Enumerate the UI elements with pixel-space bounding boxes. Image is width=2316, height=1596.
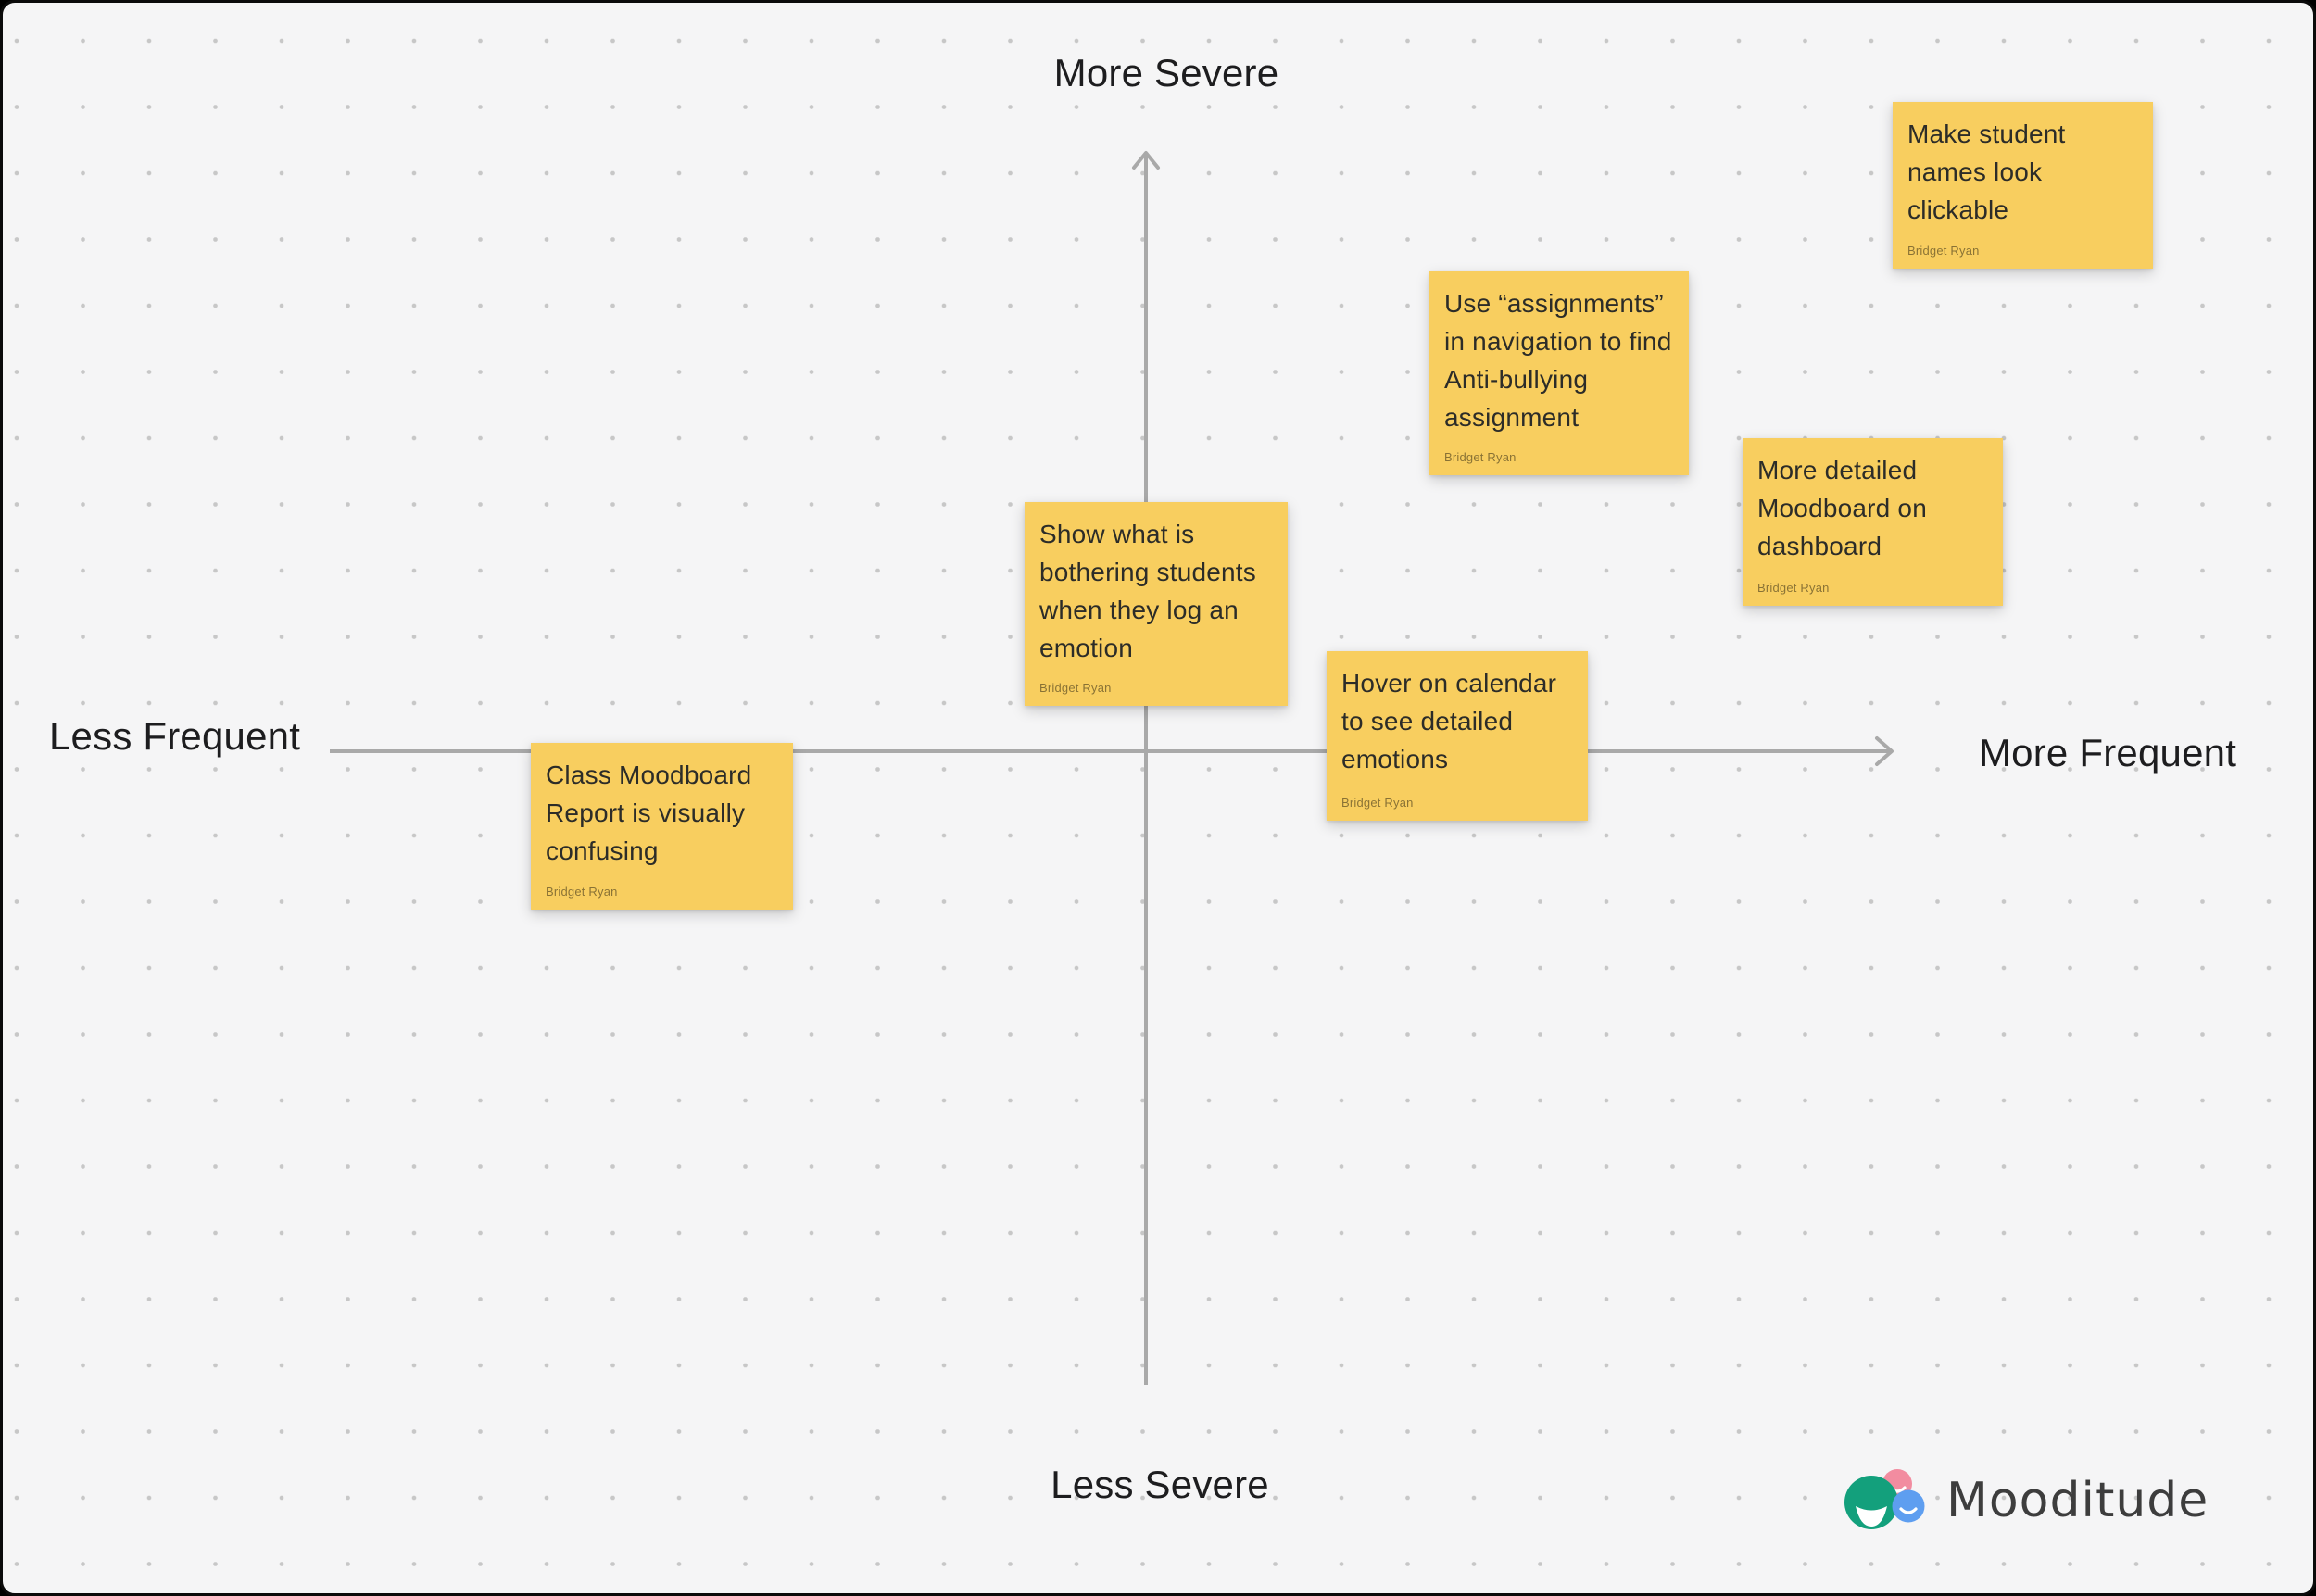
sticky-note[interactable]: Class Moodboard Report is visually confu… xyxy=(531,743,793,910)
sticky-note-text: Use “assignments” in navigation to find … xyxy=(1444,289,1672,432)
sticky-note-author: Bridget Ryan xyxy=(1039,681,1112,695)
sticky-note-author: Bridget Ryan xyxy=(546,885,618,899)
sticky-note-text: Class Moodboard Report is visually confu… xyxy=(546,760,752,865)
sticky-note-author: Bridget Ryan xyxy=(1444,450,1517,464)
mooditude-wordmark: Mooditude xyxy=(1946,1473,2209,1528)
axis-label-more-frequent: More Frequent xyxy=(1979,731,2237,774)
sticky-note[interactable]: Show what is bothering students when the… xyxy=(1025,502,1288,706)
axis-label-more-severe: More Severe xyxy=(1053,51,1279,94)
sticky-note[interactable]: More detailed Moodboard on dashboard Bri… xyxy=(1743,438,2003,606)
mooditude-logo: Mooditude xyxy=(1844,1468,2209,1533)
sticky-note-text: Show what is bothering students when the… xyxy=(1039,520,1256,662)
sticky-note-author: Bridget Ryan xyxy=(1907,244,1980,258)
arrow-right-icon xyxy=(1875,736,1894,766)
sticky-note[interactable]: Hover on calendar to see detailed emotio… xyxy=(1327,651,1588,821)
axis-label-less-severe: Less Severe xyxy=(1051,1463,1269,1506)
sticky-note-text: More detailed Moodboard on dashboard xyxy=(1757,456,1927,560)
sticky-note[interactable]: Use “assignments” in navigation to find … xyxy=(1429,271,1689,475)
sticky-note-text: Hover on calendar to see detailed emotio… xyxy=(1341,669,1557,773)
sticky-note-author: Bridget Ryan xyxy=(1341,796,1414,810)
arrow-up-icon xyxy=(1132,151,1160,170)
mooditude-smiley-icon xyxy=(1844,1469,1925,1529)
sticky-note-text: Make student names look clickable xyxy=(1907,119,2066,224)
axis-label-less-frequent: Less Frequent xyxy=(49,714,301,758)
sticky-note-author: Bridget Ryan xyxy=(1757,581,1830,595)
sticky-note[interactable]: Make student names look clickable Bridge… xyxy=(1893,102,2153,269)
